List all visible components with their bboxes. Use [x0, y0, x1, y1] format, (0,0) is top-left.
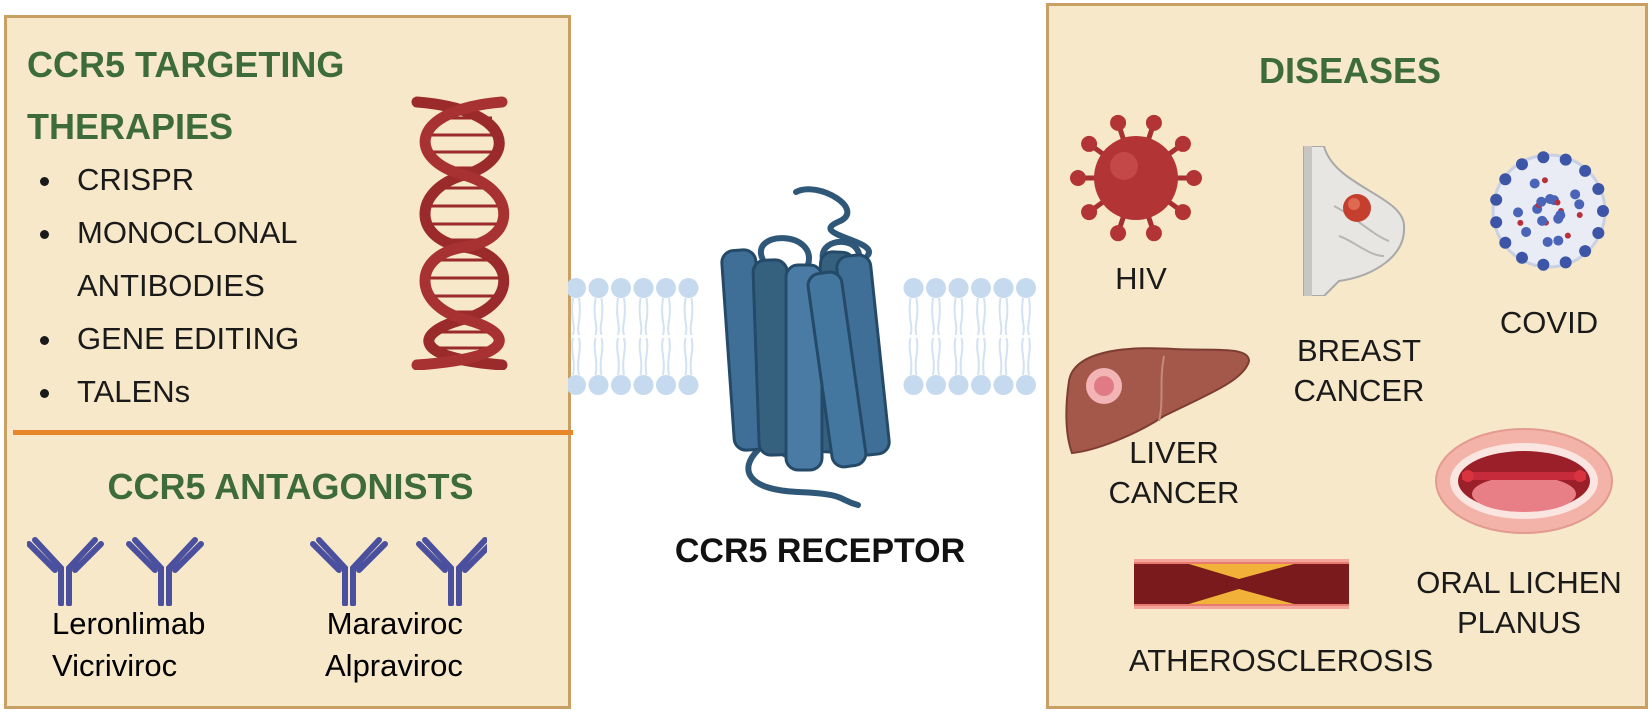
- receptor-label: CCR5 RECEPTOR: [674, 532, 966, 570]
- therapies-panel: CCR5 TARGETING THERAPIES CRISPR MONOCLON…: [4, 15, 573, 709]
- drug-maraviroc: Maraviroc: [326, 606, 463, 641]
- disease-liver-cancer: LIVER CANCER: [1084, 433, 1264, 513]
- antibody-icons: [27, 537, 487, 606]
- mouth-icon: [1435, 428, 1613, 534]
- antibody-icon: [126, 537, 204, 606]
- drug-leronlimab: Leronlimab: [52, 606, 206, 641]
- cell-membrane-icon: [568, 278, 1036, 395]
- antibody-icon: [27, 537, 104, 606]
- diseases-panel: DISEASES HIV BREAST CANCER COVID LIVER C…: [1046, 3, 1648, 709]
- antagonists-title: CCR5 ANTAGONISTS: [107, 466, 474, 507]
- hiv-virus-icon: [1070, 114, 1202, 242]
- artery-icon: [1134, 559, 1349, 609]
- ccr5-receptor-icon: [720, 186, 891, 508]
- receptor-membrane-illustration: [568, 186, 1036, 508]
- oral-lichen-line-1: ORAL LICHEN: [1416, 565, 1622, 600]
- dna-icon: [411, 96, 510, 370]
- drug-alpraviroc: Alpraviroc: [325, 648, 463, 683]
- liver-cancer-line-1: LIVER: [1129, 435, 1219, 470]
- therapy-item-monoclonal-antibodies: MONOCLONAL ANTIBODIES: [65, 206, 395, 312]
- disease-hiv: HIV: [1115, 261, 1167, 296]
- therapy-item-gene-editing: GENE EDITING: [65, 312, 395, 365]
- section-divider: [13, 430, 573, 435]
- liver-icon: [1065, 347, 1251, 455]
- disease-oral-lichen-planus: ORAL LICHEN PLANUS: [1404, 563, 1634, 643]
- disease-breast-cancer: BREAST CANCER: [1269, 331, 1449, 411]
- therapy-list: CRISPR MONOCLONAL ANTIBODIES GENE EDITIN…: [35, 153, 395, 418]
- disease-covid: COVID: [1499, 305, 1599, 340]
- disease-atherosclerosis: ATHEROSCLEROSIS: [1128, 643, 1434, 678]
- covid-virus-icon: [1490, 151, 1609, 271]
- drug-list-left: Leronlimab Vicriviroc: [52, 603, 205, 687]
- liver-cancer-line-2: CANCER: [1108, 475, 1240, 510]
- oral-lichen-line-2: PLANUS: [1456, 605, 1582, 640]
- therapies-title: CCR5 TARGETING THERAPIES: [27, 44, 345, 147]
- therapy-item-talens: TALENs: [65, 365, 395, 418]
- antibody-icon: [416, 537, 487, 606]
- drug-list-right: Maraviroc Alpraviroc: [325, 603, 463, 687]
- diseases-title: DISEASES: [1258, 50, 1442, 91]
- breast-cancer-line-1: BREAST: [1296, 333, 1422, 368]
- drug-vicriviroc: Vicriviroc: [52, 648, 178, 683]
- therapy-item-crispr: CRISPR: [65, 153, 395, 206]
- breast-cancer-line-2: CANCER: [1293, 373, 1425, 408]
- antibody-icon: [310, 537, 388, 606]
- breast-icon: [1303, 146, 1406, 296]
